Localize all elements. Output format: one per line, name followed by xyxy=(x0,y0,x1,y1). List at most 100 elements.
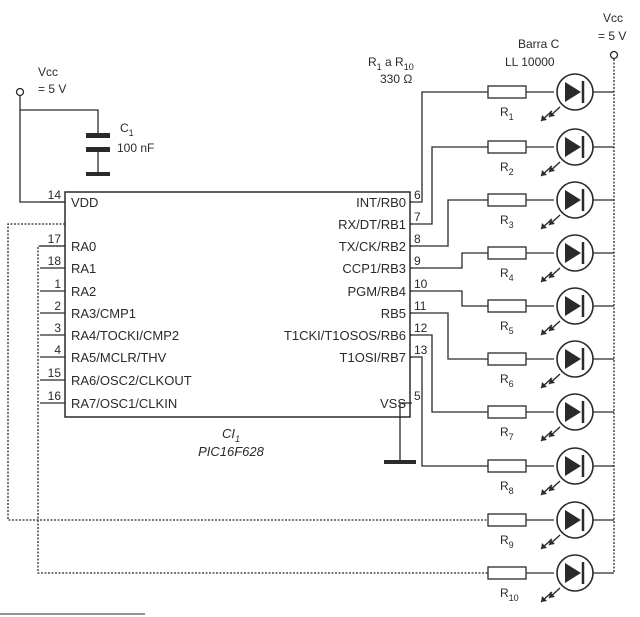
resistor xyxy=(487,352,527,366)
chip-left-pin-name: RA5/MCLR/THV xyxy=(71,350,167,365)
chip-left-pin-name: RA1 xyxy=(71,261,96,276)
light-arrows-icon xyxy=(540,373,561,389)
led-row: R3 xyxy=(487,181,614,230)
chip-left-pin-number: 3 xyxy=(54,321,61,335)
bar-name: Barra C xyxy=(518,37,560,51)
chip-right-pin-number: 12 xyxy=(414,321,428,335)
resistor-label: R1 xyxy=(500,105,514,122)
chip-right-pin-number: 6 xyxy=(414,188,421,202)
chip-right-pin-number: 10 xyxy=(414,277,428,291)
chip-right-pin-number: 13 xyxy=(414,343,428,357)
chip-right-pin-number: 7 xyxy=(414,210,421,224)
chip-left-pin-number: 4 xyxy=(54,343,61,357)
led-symbol xyxy=(556,447,594,485)
resistor-label: R5 xyxy=(500,319,514,336)
vcc-right-label: Vcc xyxy=(603,11,623,25)
led-symbol xyxy=(556,393,594,431)
chip-right-pin-name: RX/DT/RB1 xyxy=(338,217,406,232)
chip-left-pin-name: RA3/CMP1 xyxy=(71,306,136,321)
resistor-label: R10 xyxy=(500,586,519,603)
chip-left-pin-number: 1 xyxy=(54,277,61,291)
chip-left-pin-name: RA2 xyxy=(71,284,96,299)
vcc-right-terminal: Vcc = 5 V xyxy=(598,11,626,60)
resistor xyxy=(487,299,527,313)
resistor xyxy=(487,140,527,154)
chip-left-pin-number: 16 xyxy=(48,389,62,403)
chip-right-pin-name: T1OSI/RB7 xyxy=(340,350,406,365)
chip-left-pin-name: RA7/OSC1/CLKIN xyxy=(71,396,177,411)
chip-left-pin-name: RA0 xyxy=(71,239,96,254)
chip-right-pin-name: CCP1/RB3 xyxy=(342,261,406,276)
light-arrows-icon xyxy=(540,480,561,496)
bar-part: LL 10000 xyxy=(505,55,555,69)
chip-left-pin-name: RA4/TOCKI/CMP2 xyxy=(71,328,179,343)
chip-left-pin-number: 14 xyxy=(48,188,62,202)
led-symbol xyxy=(556,128,594,166)
led-row: R2 xyxy=(487,128,614,177)
ground-symbol xyxy=(384,460,416,464)
chip-right-pin-name: PGM/RB4 xyxy=(347,284,406,299)
vcc-left-value: = 5 V xyxy=(38,82,66,96)
chip-right-pin-number: 5 xyxy=(414,389,421,403)
resistor-label: R7 xyxy=(500,425,514,442)
light-arrows-icon xyxy=(540,106,561,122)
chip-right-pin-name: INT/RB0 xyxy=(356,195,406,210)
led-row: R9 xyxy=(487,501,614,550)
chip-body xyxy=(64,191,411,418)
resistor-label: R3 xyxy=(500,213,514,230)
resistor xyxy=(487,459,527,473)
chip-part: PIC16F628 xyxy=(198,444,265,459)
chip-right-pin-number: 8 xyxy=(414,232,421,246)
resistor-label: R9 xyxy=(500,533,514,550)
led-row: R4 xyxy=(487,234,614,283)
led-row: R1 xyxy=(487,73,614,122)
resistor-note: R1 a R10 xyxy=(368,55,414,72)
resistor xyxy=(487,405,527,419)
chip-left-pin-name: RA6/OSC2/CLKOUT xyxy=(71,373,192,388)
light-arrows-icon xyxy=(540,534,561,550)
resistor xyxy=(487,246,527,260)
resistor xyxy=(487,85,527,99)
resistor-label: R4 xyxy=(500,266,514,283)
chip-right-pin-number: 9 xyxy=(414,254,421,268)
led-row: R6 xyxy=(487,340,614,389)
light-arrows-icon xyxy=(540,214,561,230)
light-arrows-icon xyxy=(540,426,561,442)
chip-left-pin-number: 15 xyxy=(48,366,62,380)
led-row: R7 xyxy=(487,393,614,442)
chip-right-pin-name: T1CKI/T1OSOS/RB6 xyxy=(284,328,406,343)
light-arrows-icon xyxy=(540,161,561,177)
led-symbol xyxy=(556,287,594,325)
led-symbol xyxy=(556,554,594,592)
light-arrows-icon xyxy=(540,267,561,283)
led-symbol xyxy=(556,73,594,111)
led-symbol xyxy=(556,181,594,219)
led-row: R5 xyxy=(487,287,614,336)
capacitor-value: 100 nF xyxy=(117,141,154,155)
resistor-value: 330 Ω xyxy=(380,72,412,86)
vcc-left-terminal: Vcc = 5 V xyxy=(15,65,66,97)
capacitor-c1: C1 100 nF xyxy=(86,121,154,176)
led-row: R8 xyxy=(487,447,614,496)
vcc-right-value: = 5 V xyxy=(598,29,626,43)
led-symbol xyxy=(556,234,594,272)
chip-left-pin-number: 18 xyxy=(48,254,62,268)
chip-left-pin-number: 17 xyxy=(48,232,62,246)
capacitor-ref: C1 xyxy=(120,121,134,138)
resistor xyxy=(487,513,527,527)
led-symbol xyxy=(556,501,594,539)
resistor xyxy=(487,566,527,580)
led-row: R10 xyxy=(487,554,614,603)
vcc-left-label: Vcc xyxy=(38,65,58,79)
chip-right-pin-number: 11 xyxy=(414,299,427,313)
chip-right-pin-name: TX/CK/RB2 xyxy=(339,239,406,254)
led-symbol xyxy=(556,340,594,378)
chip-left-pin-number: 2 xyxy=(54,299,61,313)
light-arrows-icon xyxy=(540,587,561,603)
resistor-label: R8 xyxy=(500,479,514,496)
resistor-label: R6 xyxy=(500,372,514,389)
